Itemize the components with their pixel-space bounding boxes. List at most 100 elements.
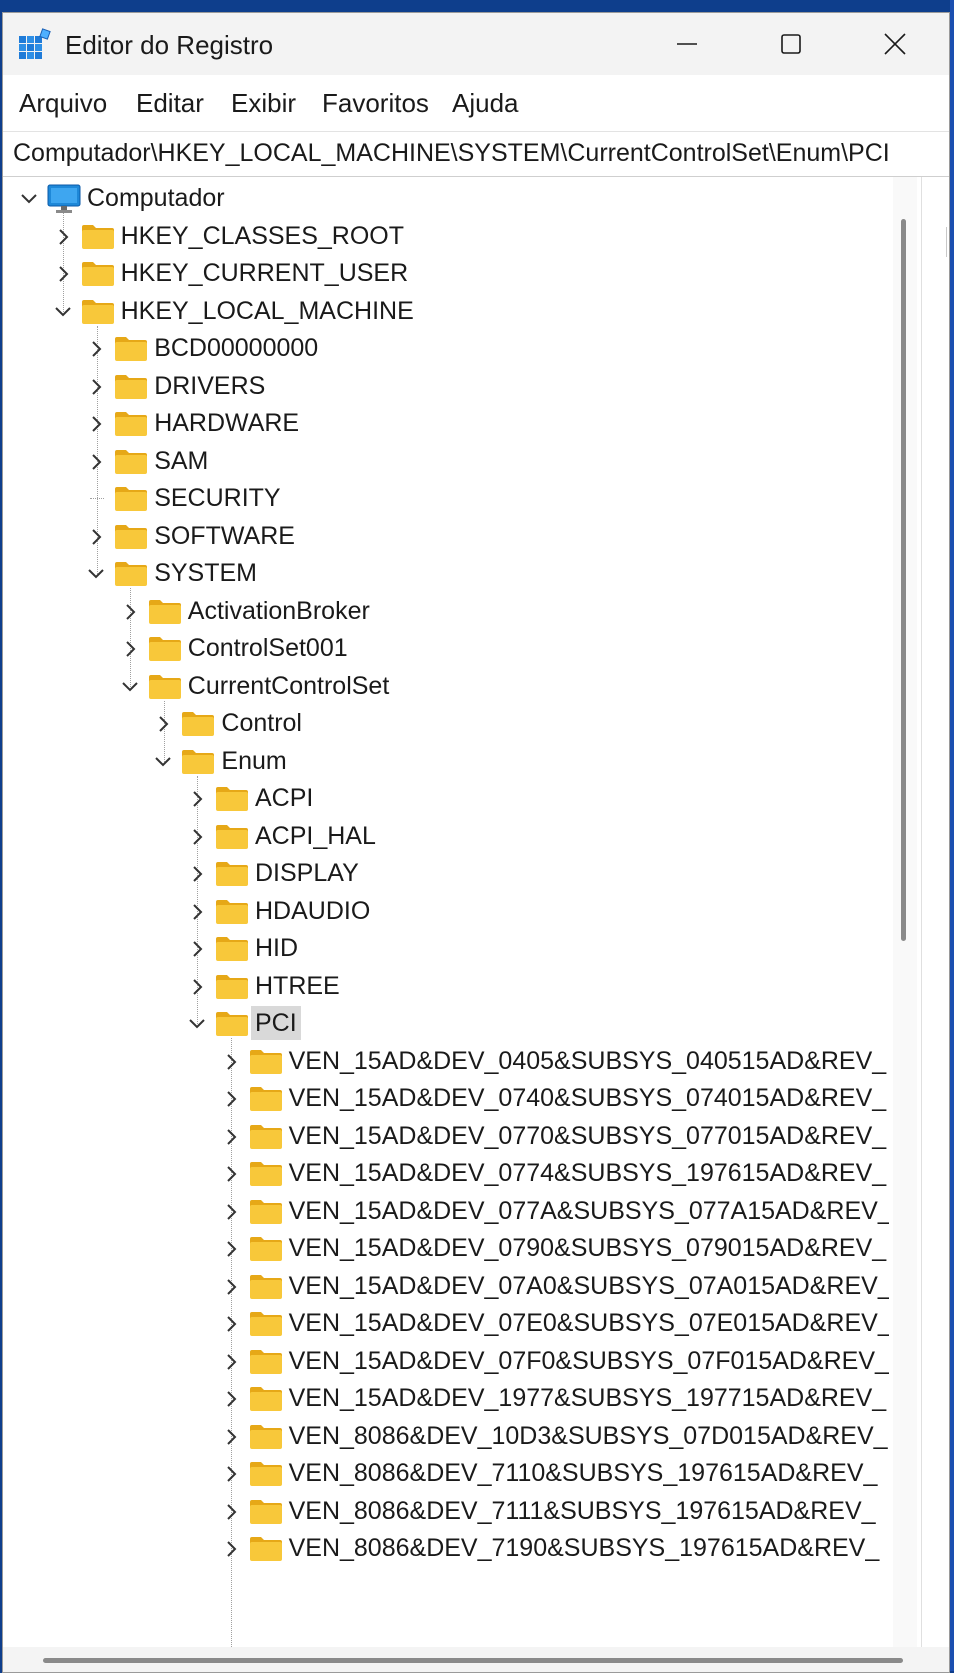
tree-node[interactable]: SYSTEM bbox=[7, 554, 889, 594]
vertical-scrollbar[interactable] bbox=[893, 177, 917, 1647]
menu-exibir[interactable]: Exibir bbox=[231, 88, 297, 118]
tree-node[interactable]: VEN_8086&DEV_7111&SUBSYS_197615AD&REV_ bbox=[7, 1492, 889, 1532]
chevron-right-icon[interactable] bbox=[221, 1127, 241, 1147]
chevron-right-icon[interactable] bbox=[221, 1502, 241, 1522]
tree-node[interactable]: BCD00000000 bbox=[7, 329, 889, 369]
tree-node-label[interactable]: ActivationBroker bbox=[187, 596, 370, 625]
chevron-right-icon[interactable] bbox=[187, 902, 207, 922]
tree-node[interactable]: VEN_15AD&DEV_07F0&SUBSYS_07F015AD&REV_ bbox=[7, 1342, 889, 1382]
values-pane[interactable] bbox=[921, 177, 949, 1672]
tree-node[interactable]: VEN_15AD&DEV_0774&SUBSYS_197615AD&REV_ bbox=[7, 1154, 889, 1194]
tree-node[interactable]: HKEY_CURRENT_USER bbox=[7, 254, 889, 294]
tree-node-label[interactable]: VEN_15AD&DEV_077A&SUBSYS_077A15AD&REV_ bbox=[288, 1196, 889, 1225]
tree-node-label[interactable]: VEN_15AD&DEV_07E0&SUBSYS_07E015AD&REV_ bbox=[288, 1309, 889, 1337]
tree-node-label[interactable]: VEN_8086&DEV_7110&SUBSYS_197615AD&REV_ bbox=[288, 1459, 878, 1487]
tree-node-label[interactable]: VEN_15AD&DEV_07F0&SUBSYS_07F015AD&REV_ bbox=[288, 1346, 889, 1375]
horizontal-scrollbar[interactable] bbox=[3, 1647, 949, 1672]
chevron-right-icon[interactable] bbox=[120, 639, 140, 659]
chevron-right-icon[interactable] bbox=[86, 527, 106, 547]
menu-favoritos[interactable]: Favoritos bbox=[322, 88, 429, 118]
minimize-button[interactable] bbox=[635, 13, 739, 75]
tree-node-label[interactable]: VEN_8086&DEV_7190&SUBSYS_197615AD&REV_ bbox=[288, 1534, 880, 1562]
tree-node[interactable]: VEN_8086&DEV_7110&SUBSYS_197615AD&REV_ bbox=[7, 1454, 889, 1494]
tree-node[interactable]: ACPI_HAL bbox=[7, 817, 889, 857]
tree-node[interactable]: VEN_15AD&DEV_0770&SUBSYS_077015AD&REV_ bbox=[7, 1117, 889, 1157]
tree-node[interactable]: HARDWARE bbox=[7, 404, 889, 444]
tree-node-label[interactable]: HTREE bbox=[255, 971, 340, 1000]
tree-node[interactable]: HTREE bbox=[7, 967, 889, 1007]
tree-node[interactable]: ControlSet001 bbox=[7, 629, 889, 669]
tree-node-label[interactable]: CurrentControlSet bbox=[187, 671, 390, 700]
tree-node[interactable]: VEN_15AD&DEV_0405&SUBSYS_040515AD&REV_ bbox=[7, 1042, 889, 1082]
tree-node-label[interactable]: HKEY_CLASSES_ROOT bbox=[120, 221, 405, 250]
tree-node-label-selected[interactable]: PCI bbox=[251, 1006, 301, 1040]
tree-node-label[interactable]: VEN_15AD&DEV_0740&SUBSYS_074015AD&REV_ bbox=[288, 1084, 887, 1112]
chevron-right-icon[interactable] bbox=[221, 1052, 241, 1072]
tree-node-label[interactable]: VEN_15AD&DEV_07A0&SUBSYS_07A015AD&REV_ bbox=[288, 1271, 889, 1300]
tree-node-label[interactable]: HDAUDIO bbox=[255, 896, 371, 925]
chevron-right-icon[interactable] bbox=[221, 1277, 241, 1297]
tree-node[interactable]: HKEY_LOCAL_MACHINE bbox=[7, 292, 889, 332]
chevron-right-icon[interactable] bbox=[221, 1089, 241, 1109]
tree-node[interactable]: Control bbox=[7, 704, 889, 744]
tree-node-label[interactable]: VEN_15AD&DEV_1977&SUBSYS_197715AD&REV_ bbox=[288, 1384, 887, 1412]
chevron-right-icon[interactable] bbox=[221, 1352, 241, 1372]
close-button[interactable] bbox=[843, 13, 947, 75]
tree-node-label[interactable]: VEN_15AD&DEV_0405&SUBSYS_040515AD&REV_ bbox=[288, 1046, 887, 1075]
tree-node[interactable]: DISPLAY bbox=[7, 854, 889, 894]
menu-ajuda[interactable]: Ajuda bbox=[452, 88, 519, 118]
chevron-right-icon[interactable] bbox=[187, 827, 207, 847]
tree-node[interactable]: SAM bbox=[7, 442, 889, 482]
chevron-right-icon[interactable] bbox=[221, 1464, 241, 1484]
chevron-right-icon[interactable] bbox=[187, 939, 207, 959]
vertical-scrollbar-thumb[interactable] bbox=[901, 219, 906, 941]
tree-node-label[interactable]: SOFTWARE bbox=[154, 521, 295, 550]
horizontal-scrollbar-thumb[interactable] bbox=[43, 1658, 903, 1663]
chevron-right-icon[interactable] bbox=[221, 1202, 241, 1222]
tree-node-label[interactable]: VEN_15AD&DEV_0774&SUBSYS_197615AD&REV_ bbox=[288, 1159, 887, 1187]
tree-node-label[interactable]: HARDWARE bbox=[154, 409, 300, 437]
tree-node-label[interactable]: VEN_15AD&DEV_0770&SUBSYS_077015AD&REV_ bbox=[288, 1121, 887, 1150]
tree-node[interactable]: VEN_15AD&DEV_1977&SUBSYS_197715AD&REV_ bbox=[7, 1379, 889, 1419]
chevron-right-icon[interactable] bbox=[221, 1314, 241, 1334]
tree-node[interactable]: PCI bbox=[7, 1004, 889, 1044]
chevron-right-icon[interactable] bbox=[221, 1164, 241, 1184]
tree-node-label[interactable]: DRIVERS bbox=[154, 371, 266, 400]
tree-node[interactable]: VEN_15AD&DEV_07A0&SUBSYS_07A015AD&REV_ bbox=[7, 1267, 889, 1307]
chevron-right-icon[interactable] bbox=[221, 1239, 241, 1259]
maximize-button[interactable] bbox=[739, 13, 843, 75]
chevron-right-icon[interactable] bbox=[120, 602, 140, 622]
tree-node-label[interactable]: HID bbox=[255, 934, 299, 962]
chevron-right-icon[interactable] bbox=[53, 227, 73, 247]
title-bar[interactable]: Editor do Registro bbox=[3, 13, 949, 75]
tree-node-label[interactable]: HKEY_CURRENT_USER bbox=[120, 259, 409, 287]
tree-node-label[interactable]: ControlSet001 bbox=[187, 634, 348, 662]
tree-node-label[interactable]: Computador bbox=[87, 184, 225, 212]
tree-node-label[interactable]: Control bbox=[221, 709, 302, 737]
tree-node[interactable]: VEN_15AD&DEV_07E0&SUBSYS_07E015AD&REV_ bbox=[7, 1304, 889, 1344]
chevron-down-icon[interactable] bbox=[153, 752, 173, 772]
tree-node-label[interactable]: BCD00000000 bbox=[154, 334, 319, 362]
chevron-right-icon[interactable] bbox=[53, 264, 73, 284]
chevron-down-icon[interactable] bbox=[86, 564, 106, 584]
tree-node[interactable]: VEN_15AD&DEV_077A&SUBSYS_077A15AD&REV_ bbox=[7, 1192, 889, 1232]
chevron-right-icon[interactable] bbox=[221, 1389, 241, 1409]
tree-node-label[interactable]: HKEY_LOCAL_MACHINE bbox=[120, 296, 414, 325]
chevron-right-icon[interactable] bbox=[86, 452, 106, 472]
tree-node[interactable]: Computador bbox=[7, 179, 889, 219]
chevron-right-icon[interactable] bbox=[86, 377, 106, 397]
chevron-down-icon[interactable] bbox=[187, 1014, 207, 1034]
tree-node[interactable]: HDAUDIO bbox=[7, 892, 889, 932]
chevron-down-icon[interactable] bbox=[120, 677, 140, 697]
tree-node[interactable]: VEN_15AD&DEV_0790&SUBSYS_079015AD&REV_ bbox=[7, 1229, 889, 1269]
chevron-down-icon[interactable] bbox=[19, 189, 39, 209]
tree-node-label[interactable]: SECURITY bbox=[154, 484, 281, 512]
address-bar[interactable]: Computador\HKEY_LOCAL_MACHINE\SYSTEM\Cur… bbox=[3, 131, 949, 177]
chevron-right-icon[interactable] bbox=[86, 414, 106, 434]
tree-node-label[interactable]: VEN_15AD&DEV_0790&SUBSYS_079015AD&REV_ bbox=[288, 1234, 887, 1262]
chevron-right-icon[interactable] bbox=[86, 339, 106, 359]
chevron-right-icon[interactable] bbox=[221, 1427, 241, 1447]
tree-node[interactable]: VEN_15AD&DEV_0740&SUBSYS_074015AD&REV_ bbox=[7, 1079, 889, 1119]
tree-node[interactable]: ActivationBroker bbox=[7, 592, 889, 632]
